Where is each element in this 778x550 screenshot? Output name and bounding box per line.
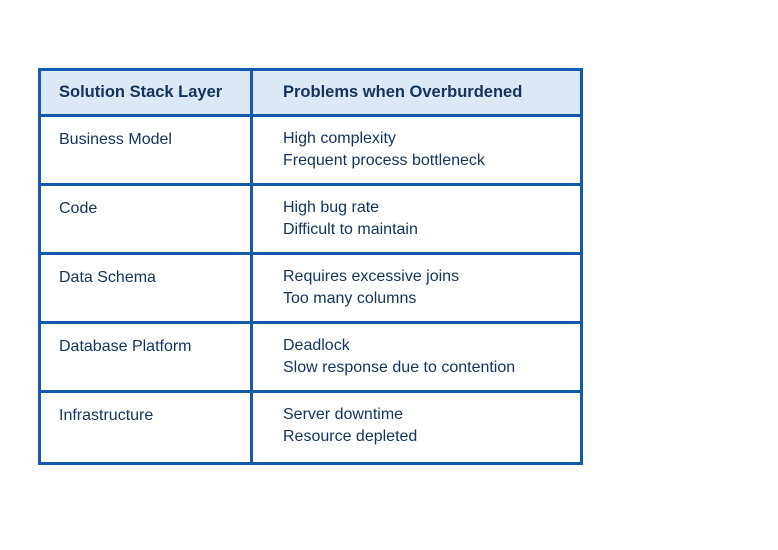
solution-stack-table: Solution Stack Layer Problems when Overb… (38, 68, 583, 465)
problem-item: Too many columns (283, 290, 417, 307)
problem-item: High complexity (283, 130, 396, 147)
layer-name: Data Schema (59, 269, 156, 286)
table-row: Code High bug rate Difficult to maintain (41, 186, 580, 255)
table-row: Business Model High complexity Frequent … (41, 117, 580, 186)
problem-item: Deadlock (283, 337, 350, 354)
cell-layer-infrastructure: Infrastructure (41, 393, 253, 462)
cell-problems-code: High bug rate Difficult to maintain (253, 186, 580, 252)
table-header-cell-problems: Problems when Overburdened (253, 71, 580, 114)
problem-item: Frequent process bottleneck (283, 152, 485, 169)
cell-layer-data-schema: Data Schema (41, 255, 253, 321)
cell-layer-code: Code (41, 186, 253, 252)
layer-name: Infrastructure (59, 407, 154, 424)
problem-item: Server downtime (283, 406, 404, 423)
cell-problems-infrastructure: Server downtime Resource depleted (253, 393, 580, 462)
layer-name: Database Platform (59, 338, 192, 355)
table-row: Database Platform Deadlock Slow response… (41, 324, 580, 393)
problem-item: High bug rate (283, 199, 380, 216)
layer-name: Code (59, 200, 98, 217)
cell-problems-data-schema: Requires excessive joins Too many column… (253, 255, 580, 321)
table-row: Infrastructure Server downtime Resource … (41, 393, 580, 462)
problem-item: Difficult to maintain (283, 221, 418, 238)
table-header-cell-layer: Solution Stack Layer (41, 71, 253, 114)
cell-layer-database-platform: Database Platform (41, 324, 253, 390)
problem-item: Resource depleted (283, 428, 418, 445)
problem-item: Requires excessive joins (283, 268, 460, 285)
layer-name: Business Model (59, 131, 172, 148)
column-header-problems-when-overburdened: Problems when Overburdened (283, 83, 523, 101)
column-header-solution-stack-layer: Solution Stack Layer (59, 83, 223, 101)
cell-layer-business-model: Business Model (41, 117, 253, 183)
cell-problems-database-platform: Deadlock Slow response due to contention (253, 324, 580, 390)
table-row: Data Schema Requires excessive joins Too… (41, 255, 580, 324)
cell-problems-business-model: High complexity Frequent process bottlen… (253, 117, 580, 183)
problem-item: Slow response due to contention (283, 359, 516, 376)
table-header-row: Solution Stack Layer Problems when Overb… (41, 71, 580, 117)
